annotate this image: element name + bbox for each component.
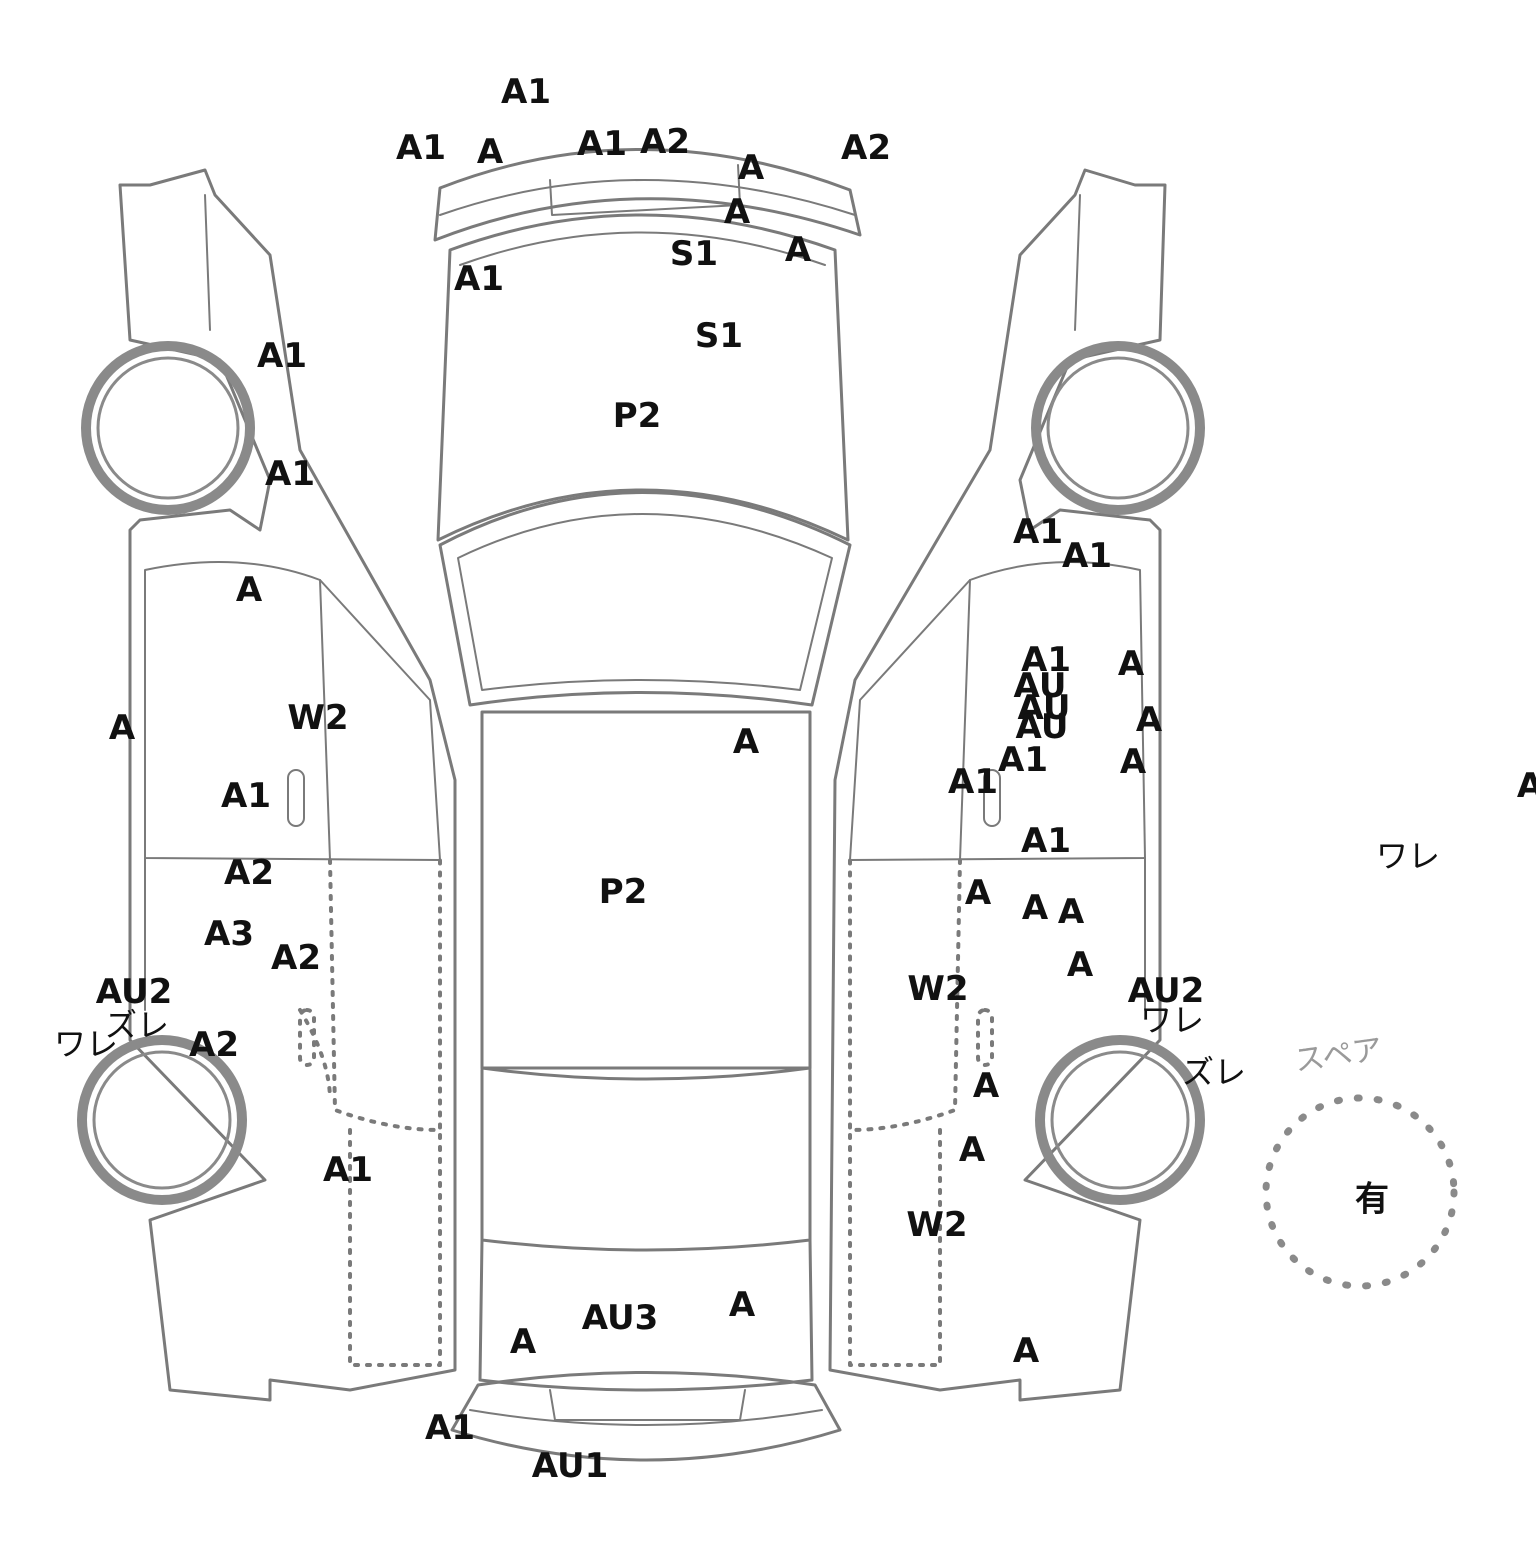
damage-mark: W2 <box>906 1205 968 1245</box>
damage-mark: A1 <box>257 336 307 376</box>
damage-mark: A2 <box>271 938 321 978</box>
damage-mark: S1 <box>694 316 744 356</box>
damage-mark: A <box>732 722 760 762</box>
damage-mark: A3 <box>204 914 254 954</box>
damage-mark: A1 <box>265 454 315 494</box>
left-rear-tire <box>77 1035 247 1205</box>
damage-mark: W2 <box>907 969 969 1009</box>
damage-mark: A1 <box>425 1408 475 1448</box>
damage-mark: A <box>1119 742 1147 782</box>
damage-mark: A1 <box>1013 512 1063 552</box>
damage-mark: A <box>235 570 263 610</box>
damage-mark: AU <box>1013 666 1067 706</box>
left-side-body-outline <box>118 168 457 1402</box>
damage-mark: ワレ <box>53 1025 119 1063</box>
damage-mark: A1 <box>577 124 627 164</box>
damage-mark: A1 <box>221 776 271 816</box>
damage-mark: A <box>476 132 504 172</box>
front-bumper-outline <box>433 148 862 242</box>
damage-mark: A1 <box>948 762 998 802</box>
damage-mark: AU2 <box>1127 971 1205 1011</box>
damage-mark: A <box>1057 892 1085 932</box>
damage-mark: ワレ <box>1375 837 1441 875</box>
damage-mark: A <box>723 192 751 232</box>
damage-mark: A1 <box>1062 536 1112 576</box>
damage-mark: A <box>1066 945 1094 985</box>
trunk-outline <box>478 1238 814 1392</box>
damage-mark: A1 <box>323 1150 373 1190</box>
rear-glass-outline <box>480 1068 812 1252</box>
damage-mark: A <box>737 148 765 188</box>
damage-mark: ズレ <box>1181 1053 1247 1091</box>
hood-outline <box>436 213 850 542</box>
damage-mark: A <box>1021 888 1049 928</box>
damage-mark: A <box>972 1066 1000 1106</box>
damage-mark: A <box>1516 766 1536 806</box>
right-front-tire <box>1031 341 1205 515</box>
damage-mark: A <box>1135 700 1163 740</box>
damage-mark: AU <box>1015 707 1069 747</box>
damage-mark: S1 <box>669 234 719 274</box>
damage-mark: A2 <box>224 853 274 893</box>
damage-mark: A <box>1117 644 1145 684</box>
damage-mark: A2 <box>640 122 690 162</box>
damage-mark: A1 <box>454 259 504 299</box>
damage-mark: P2 <box>598 872 648 912</box>
damage-mark: A <box>108 708 136 748</box>
damage-mark: A1 <box>396 128 446 168</box>
spare-tire-status: 有 <box>1355 1179 1389 1220</box>
damage-mark: A2 <box>841 128 891 168</box>
roof-outline <box>480 710 812 1081</box>
damage-mark: A1 <box>1021 821 1071 861</box>
left-front-tire <box>81 341 255 515</box>
damage-mark: W2 <box>287 698 349 738</box>
damage-mark: A <box>509 1322 537 1362</box>
damage-mark: A1 <box>998 740 1048 780</box>
damage-mark: A <box>958 1130 986 1170</box>
damage-mark: A1 <box>501 72 551 112</box>
windshield-outline <box>438 491 852 707</box>
damage-mark: AU <box>1017 688 1071 728</box>
rear-bumper-outline <box>450 1371 842 1462</box>
damage-mark: ズレ <box>104 1006 170 1044</box>
spare-tire-outline <box>1262 1094 1458 1290</box>
damage-mark: A <box>784 230 812 270</box>
damage-mark: A <box>1012 1331 1040 1371</box>
damage-mark: A <box>964 873 992 913</box>
damage-mark: A1 <box>1021 640 1071 680</box>
damage-mark: AU3 <box>581 1298 659 1338</box>
damage-mark: AU1 <box>531 1446 609 1486</box>
damage-mark: AU2 <box>95 972 173 1012</box>
right-side-body-outline <box>828 168 1167 1402</box>
right-rear-tire <box>1035 1035 1205 1205</box>
damage-mark: ワレ <box>1139 1001 1205 1039</box>
damage-mark: A2 <box>189 1025 239 1065</box>
damage-mark: A <box>728 1285 756 1325</box>
damage-mark: P2 <box>612 396 662 436</box>
